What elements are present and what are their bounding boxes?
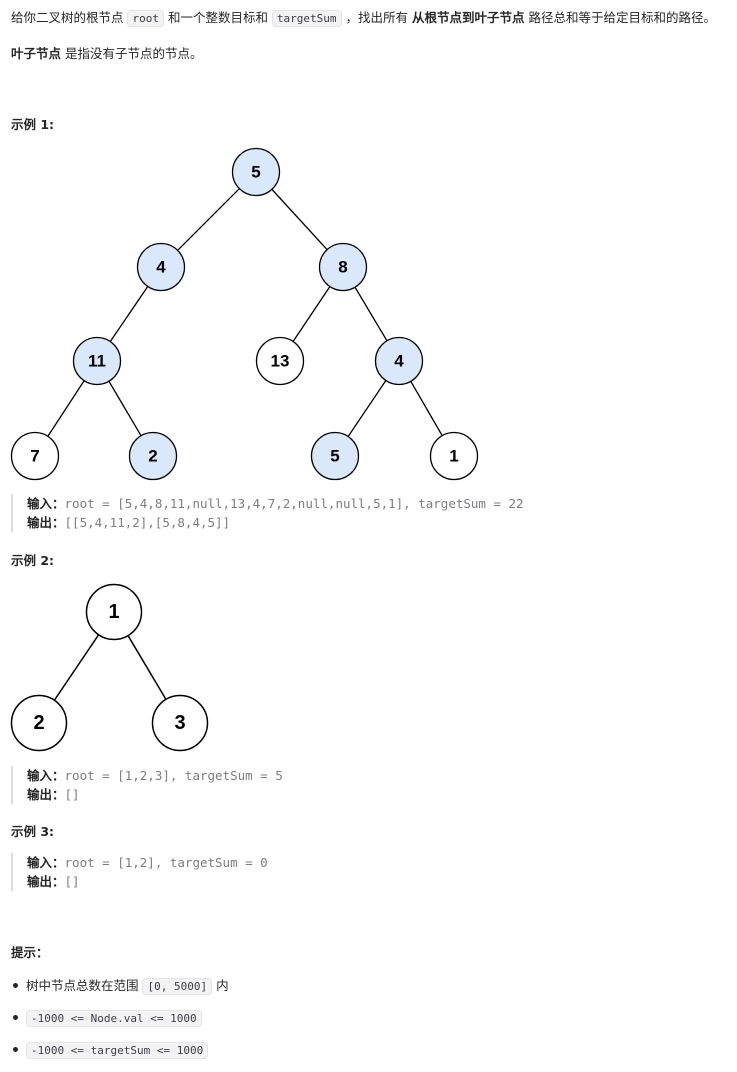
example-input: root = [1,2], targetSum = 0: [64, 855, 268, 870]
node-label: 4: [394, 352, 404, 371]
node-label: 13: [271, 352, 290, 371]
example-output: []: [64, 787, 80, 802]
example-2-io: 输入：root = [1,2,3], targetSum = 5 输出：[]: [11, 766, 283, 804]
intro-text-3: ，找出所有: [341, 10, 412, 25]
example-output: []: [64, 874, 80, 889]
example-1-heading: 示例 1:: [11, 117, 55, 132]
problem-statement: 给你二叉树的根节点 root 和一个整数目标和 targetSum ，找出所有 …: [11, 9, 737, 28]
tree-node-highlighted: [72, 336, 122, 386]
node-label: 1: [108, 601, 119, 623]
tree-node: [151, 694, 209, 752]
hint-code: [0, 5000]: [142, 978, 213, 995]
hint-item: -1000 <= Node.val <= 1000: [11, 1008, 229, 1040]
leaf-definition: 叶子节点 是指没有子节点的节点。: [11, 45, 203, 63]
example-input: root = [1,2,3], targetSum = 5: [64, 768, 283, 783]
intro-text-4: 路径总和等于给定目标和的路径。: [524, 10, 716, 25]
target-sum-code: targetSum: [271, 10, 342, 27]
input-label: 输入：: [27, 768, 65, 783]
input-label: 输入：: [27, 855, 65, 870]
tree-node-highlighted: [136, 242, 186, 292]
intro-text-2: 和一个整数目标和: [163, 10, 272, 25]
tree-node-highlighted: [374, 336, 424, 386]
leaf-bold: 叶子节点: [11, 46, 62, 61]
node-label: 8: [338, 258, 347, 277]
tree-node-highlighted: [231, 147, 281, 197]
node-label: 5: [251, 163, 260, 182]
hint-item: -1000 <= targetSum <= 1000: [11, 1040, 229, 1072]
hint-code: -1000 <= Node.val <= 1000: [26, 1010, 202, 1027]
example-2-tree-diagram: 1 2 3: [10, 583, 209, 752]
hint-code: -1000 <= targetSum <= 1000: [26, 1042, 209, 1059]
node-label: 2: [148, 447, 157, 466]
leaf-text: 是指没有子节点的节点。: [61, 46, 203, 61]
tree-node: [429, 431, 479, 481]
tree-node: [10, 431, 60, 481]
output-label: 输出：: [27, 874, 65, 889]
node-label: 11: [88, 352, 106, 371]
example-2-heading: 示例 2:: [11, 553, 55, 568]
hints-list: 树中节点总数在范围 [0, 5000] 内 -1000 <= Node.val …: [11, 976, 229, 1072]
output-label: 输出：: [27, 515, 65, 530]
tree-node-highlighted: [310, 431, 360, 481]
hint-text: 树中节点总数在范围: [26, 978, 143, 993]
tree-node-highlighted: [318, 242, 368, 292]
node-label: 5: [330, 447, 339, 466]
tree-node: [10, 694, 68, 752]
node-label: 4: [156, 258, 166, 277]
intro-text-1: 给你二叉树的根节点: [11, 10, 128, 25]
example-1-tree-diagram: 5 4 8 11 13 4 7 2 5 1: [10, 147, 479, 481]
tree-node: [85, 583, 143, 641]
intro-bold: 从根节点到叶子节点: [412, 10, 525, 25]
hints-heading: 提示：: [11, 945, 49, 960]
tree-node-highlighted: [128, 431, 178, 481]
example-input: root = [5,4,8,11,null,13,4,7,2,null,null…: [64, 496, 524, 511]
output-label: 输出：: [27, 787, 65, 802]
root-code: root: [127, 10, 164, 27]
example-3-heading: 示例 3:: [11, 824, 55, 839]
node-label: 3: [174, 712, 185, 734]
example-output: [[5,4,11,2],[5,8,4,5]]: [64, 515, 231, 530]
hint-item: 树中节点总数在范围 [0, 5000] 内: [11, 976, 229, 1008]
tree-node: [255, 336, 305, 386]
example-3-io: 输入：root = [1,2], targetSum = 0 输出：[]: [11, 853, 268, 891]
node-label: 7: [30, 447, 39, 466]
hint-suffix: 内: [212, 978, 229, 993]
node-label: 1: [449, 447, 458, 466]
example-1-io: 输入：root = [5,4,8,11,null,13,4,7,2,null,n…: [11, 494, 524, 532]
node-label: 2: [33, 712, 44, 734]
input-label: 输入：: [27, 496, 65, 511]
